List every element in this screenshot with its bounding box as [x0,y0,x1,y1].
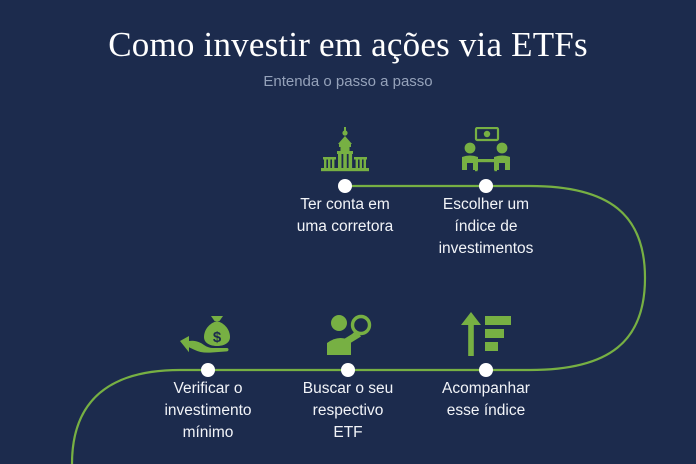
hand-money-bag-icon: $ [138,311,278,359]
flow-step-label-4: Buscar o seu respectivo ETF [278,378,418,444]
flow-step-label-4-line3: ETF [333,424,363,441]
flow-step-label-2-line1: Escolher um [442,196,530,213]
flow-step-dot-1 [338,179,352,193]
page-title: Como investir em ações via ETFs [108,25,588,64]
flow-step-label-3-line2: investimento [164,402,252,419]
flow-step-dot-2 [479,179,493,193]
flow-step-label-4-line2: respectivo [312,402,384,419]
flow-step-label-5-line1: Acompanhar [442,380,530,397]
flow-step-label-3-line1: Verificar o [173,380,243,397]
flow-step-label-2: Escolher um índice de investimentos [416,194,556,260]
flow-step-label-2-line3: investimentos [438,240,534,257]
flow-step-label-3: Verificar o investimento mínimo [138,378,278,444]
flow-step-label-2-line2: índice de [454,218,518,235]
growth-bars-arrow-icon [416,311,556,359]
flow-step-label-1-line2: uma corretora [296,218,394,235]
flow-step-label-5-line2: esse índice [446,402,526,419]
flow-step-label-5: Acompanhar esse índice [416,378,556,422]
flow-step-dot-3 [201,363,215,377]
person-magnifier-icon [278,311,418,359]
bank-building-icon [275,127,415,175]
flow-step-label-4-line1: Buscar o seu [302,380,394,397]
header: Como investir em ações via ETFs Entenda … [0,24,696,93]
flow-step-dot-5 [479,363,493,377]
flow-step-label-1: Ter conta em uma corretora [275,194,415,238]
flow-step-label-3-line3: mínimo [182,424,234,441]
flow-step-dot-4 [341,363,355,377]
page-subtitle: Entenda o passo a passo [263,73,433,90]
flow-step-label-1-line1: Ter conta em [300,196,390,213]
svg-text:$: $ [213,329,222,346]
meeting-money-icon [416,127,556,175]
